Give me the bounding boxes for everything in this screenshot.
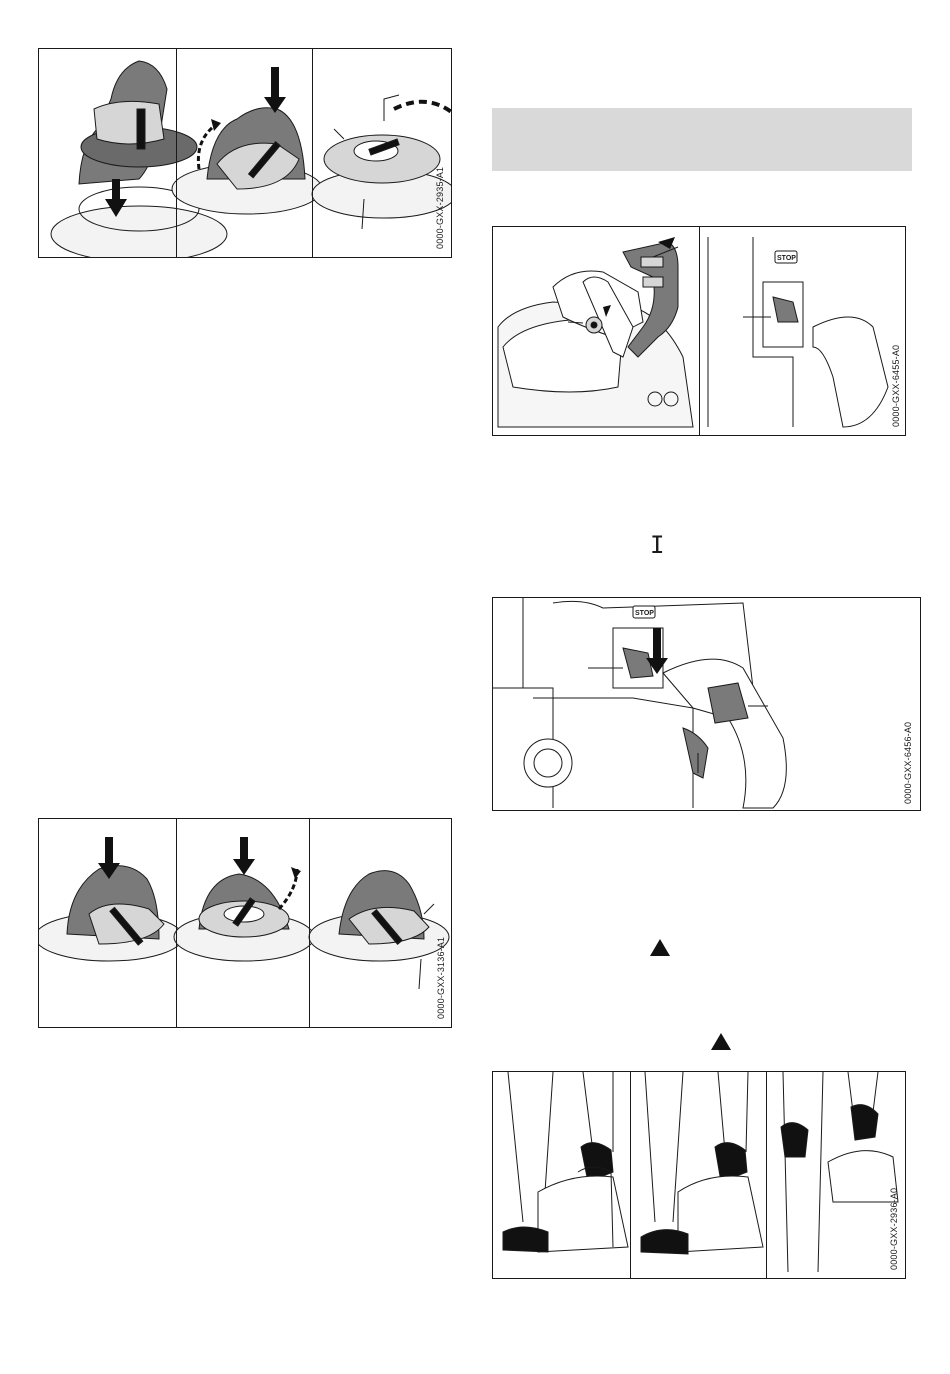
stop-label: STOP — [777, 255, 796, 262]
section-heading-box — [492, 108, 912, 171]
figure-chain-brake-engage: STOP 0000-GXX-6455-A0 — [492, 226, 906, 436]
figure-code: 0000-GXX-6456-A0 — [903, 722, 913, 804]
starting-positions-illustration — [493, 1072, 905, 1278]
figure-code: 0000-GXX-2935-A1 — [435, 167, 445, 249]
warning-triangle-icon — [711, 1033, 731, 1050]
figure-fuel-cap-open: 0000-GXX-2935-A1 — [38, 48, 452, 258]
warning-triangle-icon — [650, 939, 670, 956]
figure-fuel-cap-close: 0000-GXX-3136-A1 — [38, 818, 452, 1028]
figure-throttle-lockout: STOP 0000-GXX-6456-A0 — [492, 597, 921, 811]
throttle-lockout-illustration: STOP — [493, 598, 920, 810]
figure-code: 0000-GXX-2936-A0 — [889, 1188, 899, 1270]
figure-code: 0000-GXX-3136-A1 — [436, 937, 446, 1019]
run-position-symbol: I — [650, 533, 664, 557]
figure-starting-positions: 0000-GXX-2936-A0 — [492, 1071, 906, 1279]
figure-code: 0000-GXX-6455-A0 — [891, 345, 901, 427]
fuel-cap-close-illustration — [39, 819, 451, 1027]
fuel-cap-open-illustration — [39, 49, 451, 257]
stop-label: STOP — [635, 610, 654, 617]
